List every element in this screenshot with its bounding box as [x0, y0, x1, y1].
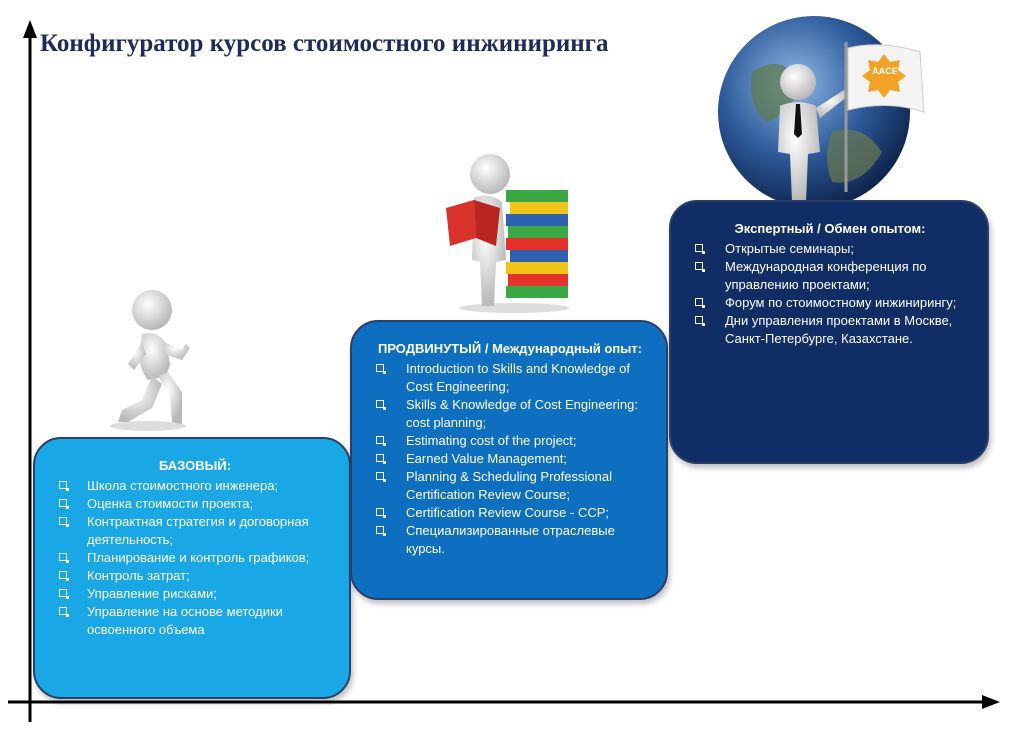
checkbox-bullet-icon: [59, 571, 69, 581]
list-item: Estimating cost of the project;: [372, 432, 648, 450]
list-item: Планирование и контроль графиков;: [55, 549, 335, 567]
list-item: Международная конференция по управлению …: [691, 258, 969, 294]
list-item: Школа стоимостного инженера;: [55, 477, 335, 495]
list-item: Дни управления проектами в Москве, Санкт…: [691, 312, 969, 348]
list-item: Специализированные отраслевые курсы.: [372, 522, 648, 558]
checkbox-bullet-icon: [59, 607, 69, 617]
checkbox-bullet-icon: [376, 526, 386, 536]
checkbox-bullet-icon: [376, 454, 386, 464]
level-expert-header: Экспертный / Обмен опытом:: [734, 221, 926, 236]
list-item: Planning & Scheduling Professional Certi…: [372, 468, 648, 504]
checkbox-bullet-icon: [376, 472, 386, 482]
checkbox-bullet-icon: [59, 517, 69, 527]
list-item: Оценка стоимости проекта;: [55, 495, 335, 513]
level-basic-box: БАЗОВЫЙ: Школа стоимостного инженера; Оц…: [33, 437, 351, 699]
level-advanced-box: ПРОДВИНУТЫЙ / Международный опыт: Introd…: [350, 320, 668, 600]
page-title: Конфигуратор курсов стоимостного инжинир…: [40, 30, 609, 57]
list-item: Открытые семинары;: [691, 240, 969, 258]
checkbox-bullet-icon: [695, 262, 705, 272]
list-item: Управление рисками;: [55, 585, 335, 603]
list-item: Certification Review Course - CCP;: [372, 504, 648, 522]
level-expert-box: Экспертный / Обмен опытом: Открытые семи…: [669, 200, 989, 464]
level-expert-list: Открытые семинары; Международная конфере…: [691, 240, 969, 348]
checkbox-bullet-icon: [59, 481, 69, 491]
list-item: Skills & Knowledge of Cost Engineering: …: [372, 396, 648, 432]
level-basic-list: Школа стоимостного инженера; Оценка стои…: [55, 477, 335, 639]
reading-figure-with-books-icon: [446, 154, 569, 313]
checkbox-bullet-icon: [695, 244, 705, 254]
x-axis-arrow: [982, 695, 1000, 709]
running-figure-icon: [110, 290, 190, 431]
checkbox-bullet-icon: [376, 364, 386, 374]
checkbox-bullet-icon: [376, 400, 386, 410]
checkbox-bullet-icon: [376, 436, 386, 446]
list-item: Контрактная стратегия и договорная деяте…: [55, 513, 335, 549]
level-advanced-header: ПРОДВИНУТЫЙ / Международный опыт:: [377, 341, 643, 356]
level-advanced-list: Introduction to Skills and Knowledge of …: [372, 360, 648, 558]
list-item: Earned Value Management;: [372, 450, 648, 468]
checkbox-bullet-icon: [59, 589, 69, 599]
aace-badge-label: AACE: [872, 66, 898, 76]
checkbox-bullet-icon: [59, 553, 69, 563]
list-item: Introduction to Skills and Knowledge of …: [372, 360, 648, 396]
globe-with-flag-icon: [718, 16, 925, 208]
list-item: Управление на основе методики освоенного…: [55, 603, 335, 639]
list-item: Форум по стоимостному инжинирингу;: [691, 294, 969, 312]
level-basic-header: БАЗОВЫЙ:: [158, 458, 232, 473]
list-item: Контроль затрат;: [55, 567, 335, 585]
checkbox-bullet-icon: [695, 298, 705, 308]
checkbox-bullet-icon: [376, 508, 386, 518]
checkbox-bullet-icon: [59, 499, 69, 509]
y-axis-arrow: [23, 20, 37, 38]
checkbox-bullet-icon: [695, 316, 705, 326]
